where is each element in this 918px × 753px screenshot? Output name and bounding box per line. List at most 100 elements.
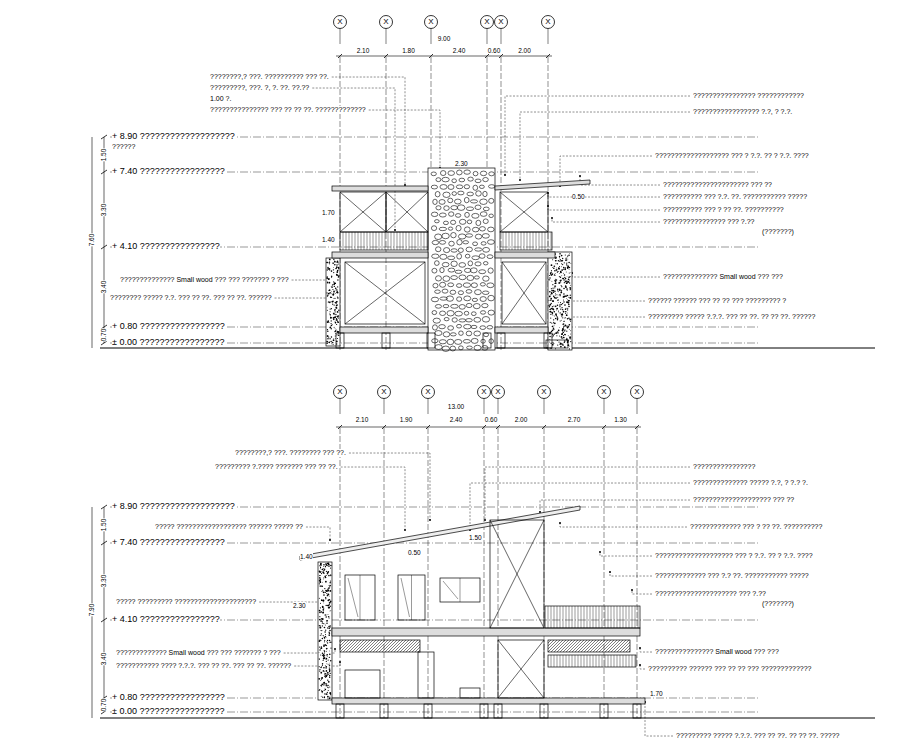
- concrete-texture: [557, 344, 558, 345]
- dimension-value: 7.60: [88, 234, 95, 247]
- concrete-texture: [329, 585, 331, 587]
- hatch-line: [551, 640, 563, 652]
- concrete-texture: [329, 311, 330, 312]
- concrete-texture: [332, 297, 334, 299]
- concrete-texture: [568, 318, 570, 320]
- concrete-texture: [558, 260, 559, 261]
- concrete-texture: [330, 292, 332, 294]
- concrete-texture: [560, 343, 562, 345]
- stone-texture: [447, 339, 454, 344]
- stone-texture: [443, 221, 448, 225]
- concrete-texture: [329, 595, 331, 597]
- footing: [544, 333, 552, 348]
- concrete-texture: [337, 292, 339, 294]
- baluster: [578, 655, 579, 667]
- concrete-texture: [327, 600, 329, 602]
- stone-texture: [442, 289, 448, 293]
- cross-brace: [386, 192, 428, 232]
- leader-dot: [394, 229, 396, 231]
- concrete-texture: [326, 342, 328, 344]
- hatch-line: [388, 640, 400, 652]
- stone-texture: [471, 325, 477, 328]
- stone-texture: [440, 282, 446, 287]
- concrete-texture: [329, 282, 331, 284]
- stone-texture: [435, 290, 441, 294]
- concrete-texture: [553, 329, 554, 330]
- stone-texture: [457, 297, 462, 301]
- concrete-texture: [328, 290, 329, 291]
- baluster: [554, 655, 555, 667]
- footing: [427, 333, 435, 348]
- hatch-line: [593, 640, 605, 652]
- stone-texture: [435, 276, 441, 281]
- concrete-texture: [552, 308, 553, 309]
- concrete-texture: [552, 259, 553, 260]
- concrete-texture: [552, 274, 553, 275]
- stone-texture: [448, 268, 455, 272]
- concrete-texture: [334, 309, 336, 311]
- stone-texture: [440, 185, 447, 190]
- stone-texture: [464, 324, 472, 328]
- hatch-line: [385, 640, 397, 652]
- concrete-texture: [562, 329, 563, 330]
- concrete-texture: [321, 630, 322, 631]
- concrete-texture: [326, 670, 328, 672]
- baluster: [367, 232, 368, 250]
- concrete-texture: [326, 659, 327, 660]
- grid-line: [484, 428, 485, 718]
- concrete-texture: [563, 317, 565, 319]
- concrete-texture: [323, 577, 324, 578]
- leader-line: [560, 523, 687, 527]
- baluster: [578, 606, 579, 628]
- bubble-circle: [538, 386, 551, 399]
- concrete-texture: [322, 652, 323, 653]
- concrete-texture: [329, 564, 331, 566]
- leader-line: [640, 648, 652, 652]
- concrete-texture: [327, 295, 329, 297]
- concrete-texture: [555, 313, 557, 315]
- concrete-texture: [336, 334, 337, 335]
- concrete-texture: [333, 293, 335, 295]
- concrete-texture: [552, 342, 553, 343]
- baluster: [512, 232, 513, 250]
- concrete-texture: [332, 284, 333, 285]
- stone-texture: [480, 311, 485, 315]
- concrete-texture: [337, 315, 339, 317]
- baluster: [575, 655, 576, 667]
- stone-texture: [444, 317, 449, 320]
- concrete-texture: [331, 286, 333, 288]
- concrete-texture: [556, 279, 557, 280]
- concrete-texture: [326, 663, 328, 665]
- window-mullion: [360, 575, 361, 620]
- baluster: [611, 606, 612, 628]
- concrete-texture: [329, 262, 330, 263]
- stone-texture: [456, 284, 461, 288]
- bracing-frame: [386, 192, 428, 232]
- concrete-texture: [563, 335, 564, 336]
- concrete-texture: [554, 291, 556, 293]
- concrete-texture: [326, 306, 328, 308]
- concrete-texture: [330, 673, 331, 674]
- concrete-texture: [561, 315, 563, 317]
- concrete-texture: [331, 343, 332, 344]
- stone-texture: [451, 206, 458, 210]
- concrete-texture: [333, 326, 335, 328]
- concrete-texture: [321, 648, 322, 649]
- concrete-texture: [551, 271, 552, 272]
- bubble-circle: [631, 386, 644, 399]
- concrete-texture: [333, 281, 334, 282]
- concrete-texture: [557, 297, 558, 298]
- concrete-texture: [568, 297, 569, 298]
- concrete-texture: [321, 635, 323, 637]
- dimension-tick: [101, 541, 107, 545]
- stone-texture: [451, 261, 457, 267]
- dimension-value: 7.90: [88, 604, 95, 617]
- baluster: [563, 655, 564, 667]
- concrete-texture: [565, 278, 567, 280]
- concrete-texture: [335, 330, 336, 331]
- leader-dot: [519, 179, 521, 181]
- hatch-line: [548, 640, 560, 652]
- concrete-texture: [562, 330, 563, 331]
- grid-letter: X: [494, 15, 508, 29]
- cross-brace: [498, 640, 544, 698]
